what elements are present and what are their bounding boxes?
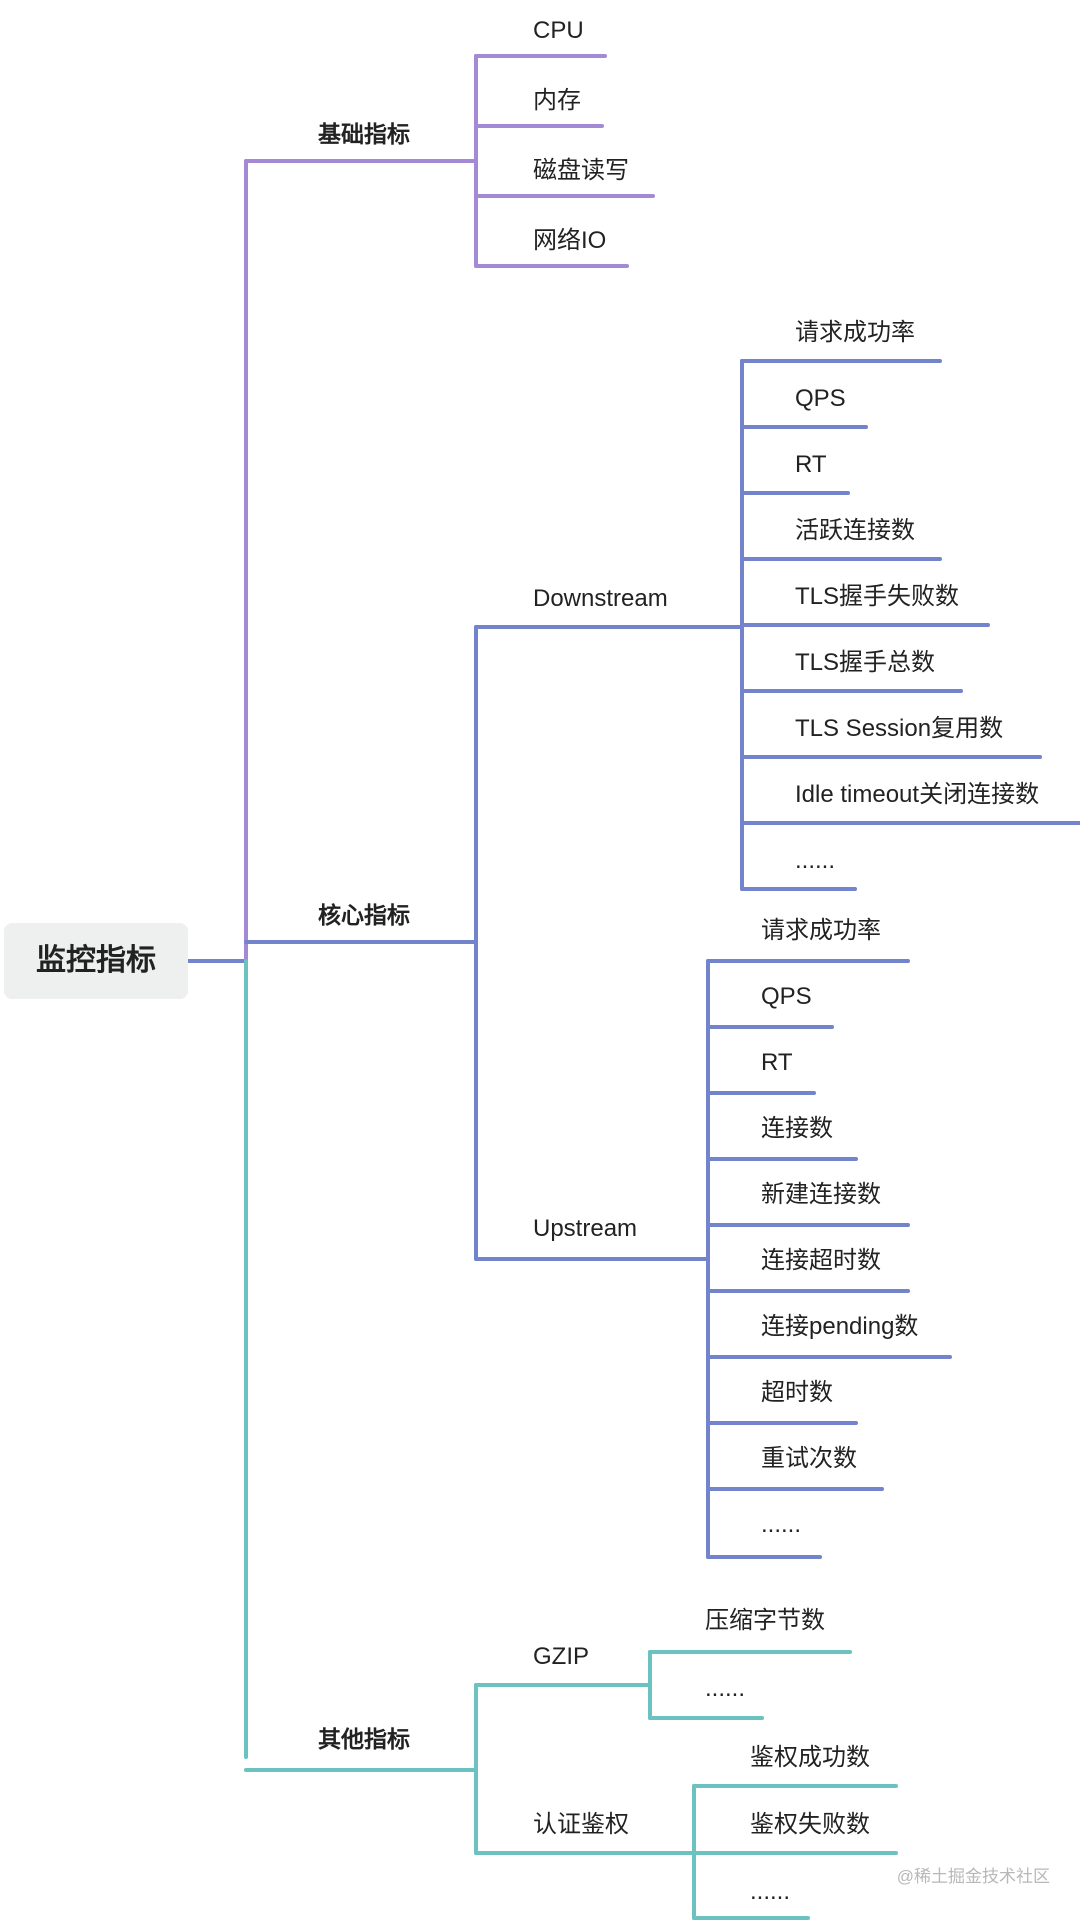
downstream-leaf[interactable]: 活跃连接数 (795, 517, 915, 544)
downstream-leaf[interactable]: 请求成功率 (795, 319, 915, 346)
upstream-leaf[interactable]: 新建连接数 (761, 1181, 881, 1208)
upstream-leaf[interactable]: 连接pending数 (761, 1313, 919, 1340)
branch-label-other[interactable]: 其他指标 (318, 1726, 410, 1752)
node-auth[interactable]: 认证鉴权 (533, 1811, 629, 1838)
node-gzip[interactable]: GZIP (533, 1643, 590, 1670)
node-upstream[interactable]: Upstream (533, 1215, 638, 1242)
upstream-leaf[interactable]: QPS (761, 983, 812, 1010)
watermark: @稀土掘金技术社区 (896, 1867, 1050, 1886)
leaf-cpu[interactable]: CPU (533, 17, 584, 44)
downstream-leaf[interactable]: Idle timeout关闭连接数 (795, 781, 1040, 808)
gzip-leaf[interactable]: 压缩字节数 (705, 1607, 825, 1634)
branch-label-basic[interactable]: 基础指标 (318, 121, 410, 147)
downstream-leaf[interactable]: TLS握手总数 (795, 649, 936, 676)
node-downstream[interactable]: Downstream (533, 585, 668, 612)
root-node[interactable] (4, 923, 188, 999)
downstream-leaf[interactable]: QPS (795, 385, 846, 412)
downstream-leaf[interactable]: ...... (795, 847, 836, 874)
upstream-leaf[interactable]: ...... (761, 1511, 802, 1538)
leaf-memory[interactable]: 内存 (533, 87, 581, 114)
upstream-leaf[interactable]: RT (761, 1049, 793, 1076)
gzip-leaf[interactable]: ...... (705, 1675, 746, 1702)
upstream-leaf[interactable]: 连接超时数 (761, 1247, 881, 1274)
upstream-leaf[interactable]: 重试次数 (761, 1445, 857, 1472)
leaf-network-io[interactable]: 网络IO (533, 227, 607, 254)
upstream-leaf[interactable]: 连接数 (761, 1115, 833, 1142)
downstream-leaf[interactable]: TLS握手失败数 (795, 583, 960, 610)
branch-label-core[interactable]: 核心指标 (318, 902, 410, 928)
auth-leaf[interactable]: ...... (750, 1878, 791, 1905)
upstream-leaf[interactable]: 请求成功率 (761, 917, 881, 944)
leaf-disk-io[interactable]: 磁盘读写 (533, 157, 629, 184)
downstream-leaf[interactable]: RT (795, 451, 827, 478)
downstream-leaf[interactable]: TLS Session复用数 (795, 715, 1004, 742)
auth-leaf[interactable]: 鉴权成功数 (750, 1744, 870, 1771)
auth-leaf[interactable]: 鉴权失败数 (750, 1811, 870, 1838)
root-label: 监控指标 (36, 944, 156, 977)
upstream-leaf[interactable]: 超时数 (761, 1379, 833, 1406)
